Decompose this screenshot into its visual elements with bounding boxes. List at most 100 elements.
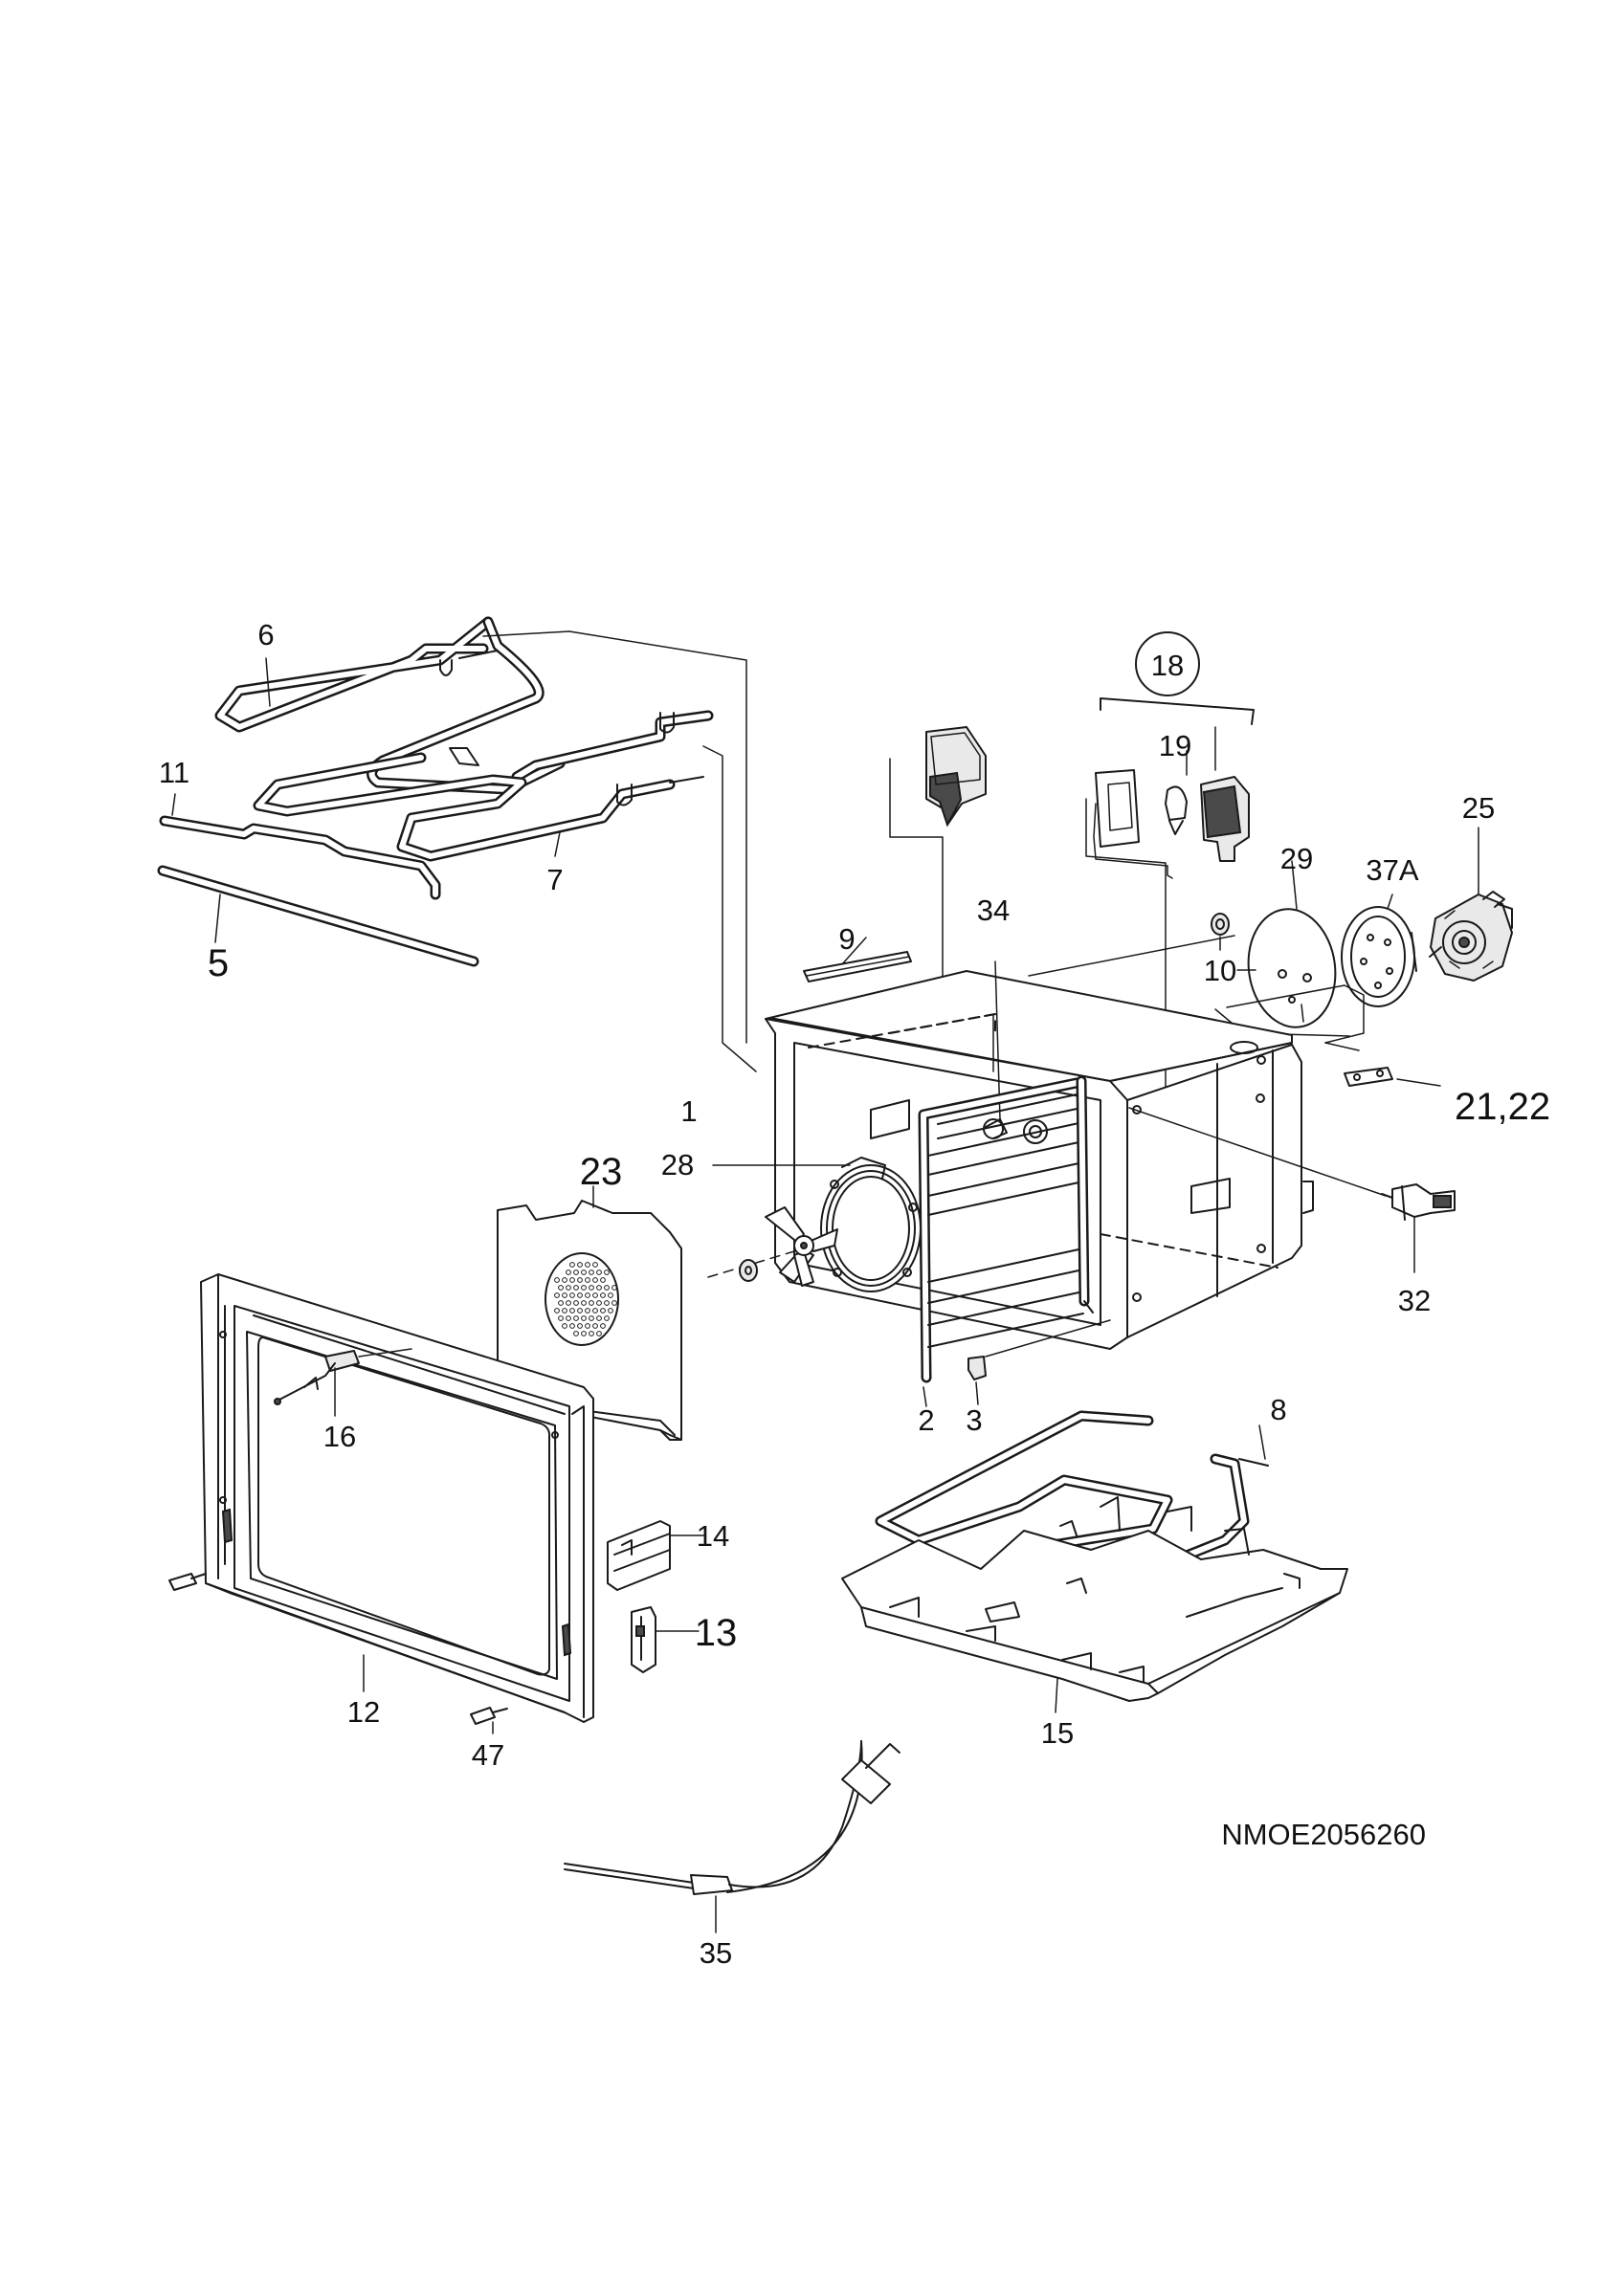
part-29-disc xyxy=(1236,860,1337,1028)
callout-labels: 6 11 5 7 9 34 18 19 25 29 37A 10 21,22 1… xyxy=(159,618,1550,1970)
perforation-hole xyxy=(573,1300,579,1306)
perforation-hole xyxy=(558,1285,564,1291)
perforation-hole xyxy=(569,1292,575,1298)
callout-5: 5 xyxy=(208,942,229,984)
perforation-hole xyxy=(611,1300,617,1306)
lamp-cover-part xyxy=(889,726,987,1068)
part-28-fan-guard xyxy=(712,1157,922,1292)
perforation-hole xyxy=(581,1331,587,1336)
perforation-hole xyxy=(608,1308,613,1314)
perforation-hole xyxy=(577,1262,583,1268)
fan-nut xyxy=(739,1259,758,1282)
part-16-hinge-catch xyxy=(274,1348,412,1417)
part-11-bracket xyxy=(159,815,441,900)
perforation-hole xyxy=(581,1285,587,1291)
perforation-hole xyxy=(600,1277,606,1283)
perforation-hole xyxy=(573,1269,579,1275)
perforation-hole xyxy=(554,1292,560,1298)
callout-14: 14 xyxy=(697,1519,729,1553)
callout-35: 35 xyxy=(700,1936,732,1970)
part-12-door-frame xyxy=(200,1273,594,1723)
callout-32: 32 xyxy=(1398,1284,1431,1317)
perforation-hole xyxy=(592,1262,598,1268)
callout-28: 28 xyxy=(661,1148,694,1181)
perforation-hole xyxy=(604,1285,610,1291)
part-8-bottom-element xyxy=(875,1410,1269,1584)
perforation-hole xyxy=(604,1269,610,1275)
perforation-hole xyxy=(596,1315,602,1321)
perforation-hole xyxy=(585,1292,590,1298)
part-47-screws xyxy=(168,1573,508,1734)
perforation-hole xyxy=(589,1300,594,1306)
drawing-code: NMOE2056260 xyxy=(1221,1818,1426,1851)
perforation-hole xyxy=(592,1292,598,1298)
callout-37a: 37A xyxy=(1366,853,1418,887)
perforation-hole xyxy=(600,1323,606,1329)
perforation-hole xyxy=(569,1262,575,1268)
part-5-rod xyxy=(157,865,479,967)
part-18-lamp-assembly xyxy=(1085,631,1255,1111)
perforation-hole xyxy=(558,1300,564,1306)
perforation-hole xyxy=(596,1269,602,1275)
part-10-ring xyxy=(1211,913,1230,951)
back-panel-perforation xyxy=(554,1262,617,1336)
part-7-grill-element xyxy=(253,710,714,862)
perforation-hole xyxy=(562,1323,567,1329)
perforation-hole xyxy=(554,1277,560,1283)
perforation-hole xyxy=(577,1292,583,1298)
callout-13: 13 xyxy=(695,1612,738,1654)
perforation-hole xyxy=(585,1277,590,1283)
callout-9: 9 xyxy=(838,922,855,956)
perforation-hole xyxy=(585,1262,590,1268)
perforation-hole xyxy=(558,1315,564,1321)
part-6-grill-element xyxy=(214,616,566,795)
perforation-hole xyxy=(600,1292,606,1298)
perforation-hole xyxy=(589,1315,594,1321)
callout-34: 34 xyxy=(977,894,1010,927)
perforation-hole xyxy=(566,1300,571,1306)
callout-18: 18 xyxy=(1151,649,1184,682)
perforation-hole xyxy=(604,1300,610,1306)
perforation-hole xyxy=(566,1315,571,1321)
perforation-hole xyxy=(596,1300,602,1306)
perforation-hole xyxy=(592,1323,598,1329)
callout-10: 10 xyxy=(1204,954,1236,987)
perforation-hole xyxy=(577,1308,583,1314)
part-2-shelf-rack xyxy=(918,1075,1094,1383)
callout-8: 8 xyxy=(1270,1393,1286,1426)
perforation-hole xyxy=(569,1323,575,1329)
perforation-hole xyxy=(604,1315,610,1321)
part-25-fan-motor xyxy=(1429,827,1513,982)
callout-29: 29 xyxy=(1280,842,1313,875)
fan-blade xyxy=(707,1206,838,1287)
perforation-hole xyxy=(569,1308,575,1314)
perforation-hole xyxy=(573,1285,579,1291)
perforation-hole xyxy=(562,1292,567,1298)
part-21-22-bracket xyxy=(1344,1067,1441,1087)
perforation-hole xyxy=(573,1331,579,1336)
perforation-hole xyxy=(585,1308,590,1314)
perforation-hole xyxy=(592,1308,598,1314)
perforation-hole xyxy=(611,1285,617,1291)
callout-23: 23 xyxy=(580,1151,623,1193)
perforation-hole xyxy=(569,1277,575,1283)
callout-12: 12 xyxy=(347,1695,380,1729)
perforation-hole xyxy=(566,1269,571,1275)
perforation-hole xyxy=(589,1269,594,1275)
perforation-hole xyxy=(589,1285,594,1291)
callout-15: 15 xyxy=(1041,1716,1074,1750)
part-37a-disc xyxy=(1341,894,1417,1007)
callout-21-22: 21,22 xyxy=(1455,1086,1550,1128)
callout-3: 3 xyxy=(966,1403,982,1437)
callout-25: 25 xyxy=(1462,791,1495,825)
part-9-rail xyxy=(803,937,912,982)
perforation-hole xyxy=(589,1331,594,1336)
perforation-hole xyxy=(573,1315,579,1321)
part-13-latch xyxy=(631,1606,700,1673)
leader-lines-top xyxy=(171,630,757,1072)
callout-2: 2 xyxy=(918,1403,934,1437)
perforation-hole xyxy=(596,1331,602,1336)
callout-6: 6 xyxy=(257,618,274,651)
perforation-hole xyxy=(596,1285,602,1291)
